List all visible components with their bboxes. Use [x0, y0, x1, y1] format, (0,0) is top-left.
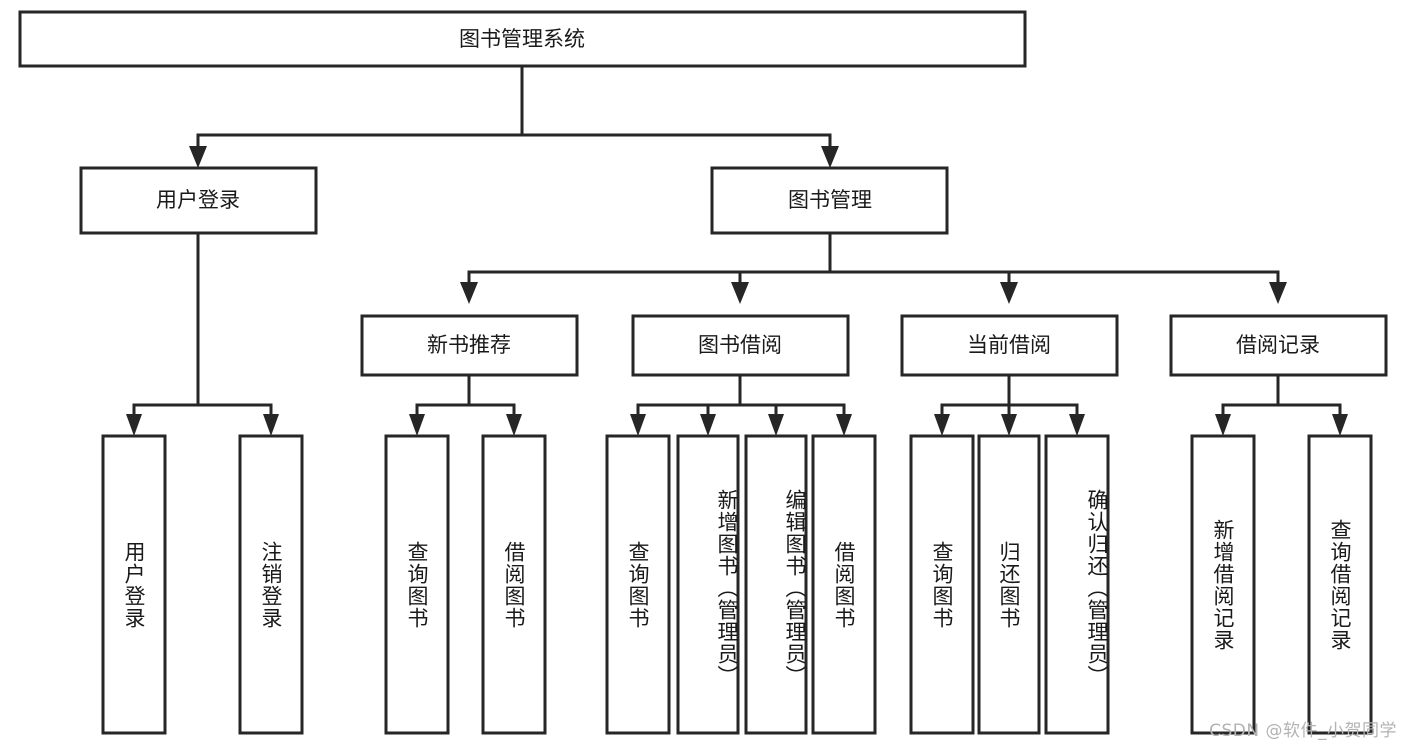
connector-group-borrow-record	[1215, 373, 1348, 436]
leaf-box-query-record[interactable]	[1307, 434, 1373, 735]
node-book-manage[interactable]: 图书管理	[710, 166, 949, 235]
csdn-watermark: CSDN @软件_小贺同学	[1209, 721, 1397, 741]
node-current-borrow-box[interactable]	[900, 314, 1119, 377]
leaf-box-borrow-book-2[interactable]	[811, 434, 877, 735]
node-new-book-recommend-label: 新书推荐	[427, 333, 511, 357]
connector-group-user-login	[126, 231, 279, 436]
node-user-login-box[interactable]	[79, 166, 318, 235]
arrow-head-bookborrow-1	[630, 414, 646, 436]
connector-group-current-borrow	[934, 373, 1085, 436]
node-user-login[interactable]: 用户登录	[79, 166, 318, 235]
arrow-head-currentborrow-2	[1001, 414, 1017, 436]
arrow-head-bookborrow-3	[768, 414, 784, 436]
node-user-login-label: 用户登录	[156, 188, 240, 212]
arrow-head-newbook-1	[409, 414, 425, 436]
arrow-head-borrowrecord-2	[1332, 414, 1348, 436]
node-book-borrow-label: 图书借阅	[698, 333, 782, 357]
node-book-borrow-box[interactable]	[631, 314, 850, 377]
arrow-head-currentborrow-3	[1069, 414, 1085, 436]
node-new-book-recommend[interactable]: 新书推荐	[360, 314, 579, 377]
node-book-manage-label: 图书管理	[788, 188, 872, 212]
arrow-head-bookmanage-1	[460, 282, 478, 304]
leaf-box-query-book-2[interactable]	[605, 434, 671, 735]
node-current-borrow[interactable]: 当前借阅	[900, 314, 1119, 377]
leaf-box-edit-book[interactable]	[744, 434, 808, 735]
leaf-box-user-login[interactable]	[101, 434, 167, 735]
leaf-boxes	[101, 434, 1373, 735]
arrow-head-currentborrow-1	[934, 414, 950, 436]
arrow-head-bookborrow-2	[700, 414, 716, 436]
connector-group-book-borrow	[630, 373, 852, 436]
node-root[interactable]: 图书管理系统	[18, 10, 1027, 68]
node-borrow-record[interactable]: 借阅记录	[1169, 314, 1388, 377]
arrow-head-newbook-2	[506, 414, 522, 436]
arrow-head-borrowrecord-1	[1215, 414, 1231, 436]
node-root-box[interactable]	[18, 10, 1027, 68]
arrow-head-userlogin-2	[263, 414, 279, 436]
node-root-label: 图书管理系统	[459, 27, 585, 51]
arrow-head-bookborrow-4	[836, 414, 852, 436]
arrow-head-bookmanage-4	[1269, 282, 1287, 304]
arrow-head-bookmanage-3	[1000, 282, 1018, 304]
arrow-head-userlogin-1	[126, 414, 142, 436]
connector-group-new-book	[409, 373, 522, 436]
node-borrow-record-label: 借阅记录	[1236, 333, 1320, 357]
node-new-book-recommend-box[interactable]	[360, 314, 579, 377]
node-borrow-record-box[interactable]	[1169, 314, 1388, 377]
leaf-box-query-book-3[interactable]	[909, 434, 975, 735]
node-book-borrow[interactable]: 图书借阅	[631, 314, 850, 377]
leaf-box-borrow-book-1[interactable]	[481, 434, 547, 735]
arrow-head-bookmanage-2	[731, 282, 749, 304]
node-current-borrow-label: 当前借阅	[967, 333, 1051, 357]
connector-group-book-manage	[460, 231, 1287, 304]
arrow-head-root-2	[821, 146, 839, 168]
leaf-box-logout[interactable]	[238, 434, 304, 735]
leaf-box-confirm-return[interactable]	[1044, 434, 1110, 735]
leaf-box-query-book-1[interactable]	[384, 434, 450, 735]
leaf-box-return-book[interactable]	[977, 434, 1041, 735]
leaf-box-add-record[interactable]	[1190, 434, 1256, 735]
node-book-manage-box[interactable]	[710, 166, 949, 235]
leaf-box-add-book[interactable]	[676, 434, 740, 735]
connector-group-root	[189, 64, 839, 168]
arrow-head-root-1	[189, 146, 207, 168]
